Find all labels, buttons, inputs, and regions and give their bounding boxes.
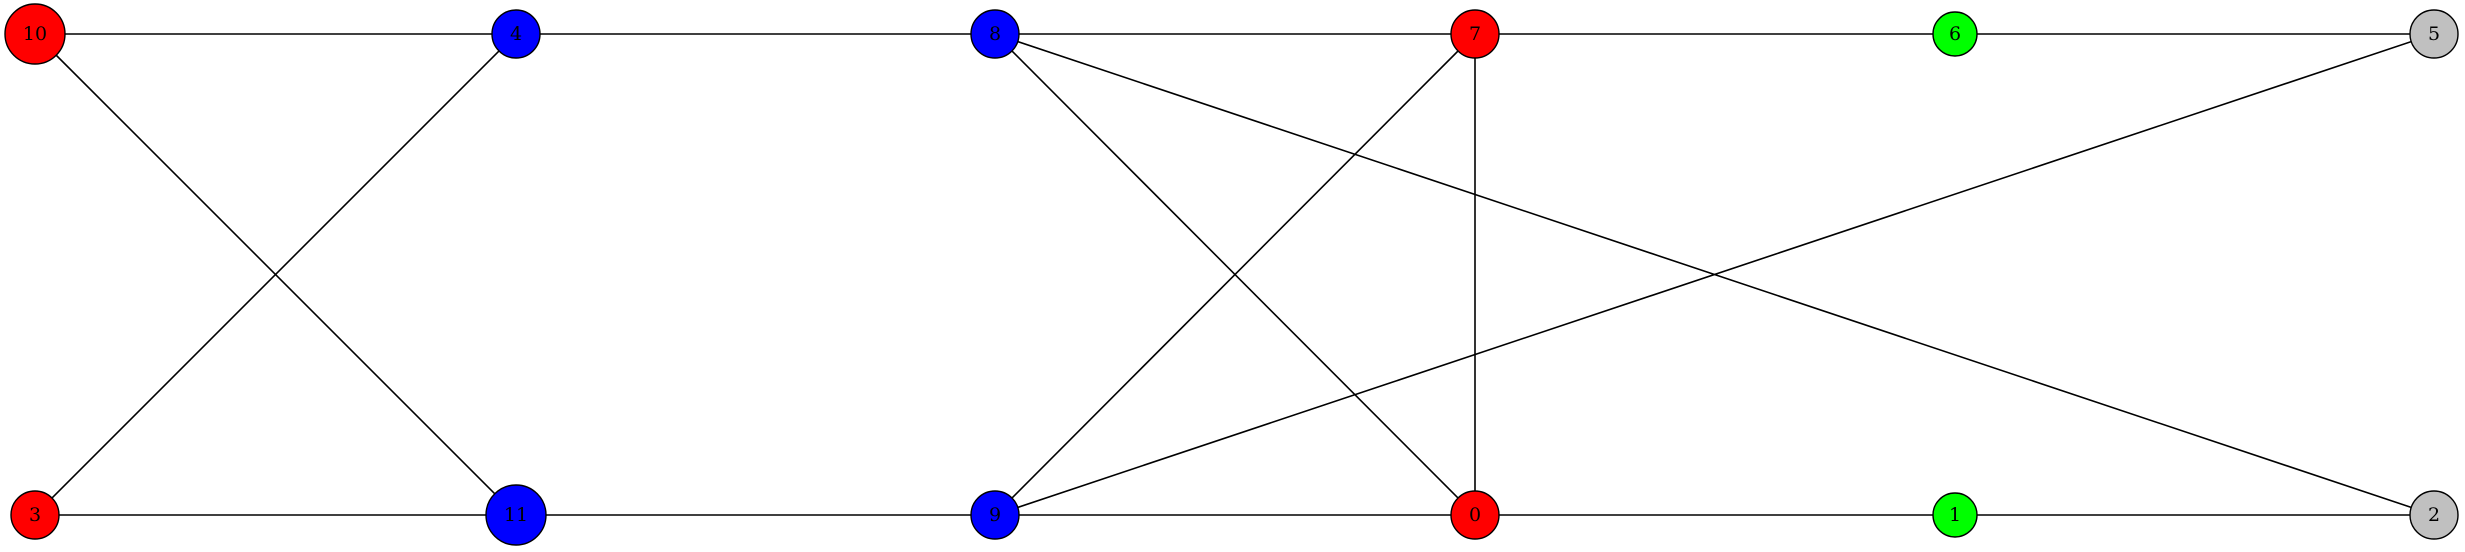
node-label: 6 (1949, 23, 1961, 45)
node-10: 10 (4, 3, 66, 65)
edges-layer (34, 33, 2435, 516)
node-circle (1450, 490, 1500, 540)
node-2: 2 (2409, 490, 2459, 540)
node-4: 4 (491, 9, 541, 59)
node-label: 3 (29, 504, 41, 526)
node-label: 1 (1949, 504, 1961, 526)
node-0: 0 (1450, 490, 1500, 540)
node-circle (10, 490, 60, 540)
node-7: 7 (1450, 9, 1500, 59)
node-1: 1 (1932, 492, 1978, 538)
edge-n4-n3 (34, 33, 517, 516)
node-5: 5 (2409, 9, 2459, 59)
edge-n7-n9 (994, 33, 1476, 516)
node-circle (970, 9, 1020, 59)
node-label: 0 (1469, 504, 1481, 526)
node-circle (1932, 11, 1978, 57)
edge-n5-n9 (994, 33, 2435, 516)
node-6: 6 (1932, 11, 1978, 57)
node-label: 7 (1469, 23, 1481, 45)
node-label: 2 (2428, 504, 2440, 526)
node-label: 9 (989, 504, 1001, 526)
node-circle (1450, 9, 1500, 59)
node-circle (2409, 9, 2459, 59)
node-circle (485, 484, 547, 546)
node-label: 11 (504, 504, 528, 526)
node-9: 9 (970, 490, 1020, 540)
nodes-layer: 10 4 8 7 6 5 3 11 9 0 1 2 (4, 3, 2459, 546)
node-circle (4, 3, 66, 65)
node-3: 3 (10, 490, 60, 540)
node-label: 5 (2428, 23, 2440, 45)
node-circle (1932, 492, 1978, 538)
node-circle (491, 9, 541, 59)
node-label: 10 (23, 23, 47, 45)
node-11: 11 (485, 484, 547, 546)
node-label: 8 (989, 23, 1001, 45)
node-circle (2409, 490, 2459, 540)
node-8: 8 (970, 9, 1020, 59)
node-circle (970, 490, 1020, 540)
node-label: 4 (510, 23, 522, 45)
